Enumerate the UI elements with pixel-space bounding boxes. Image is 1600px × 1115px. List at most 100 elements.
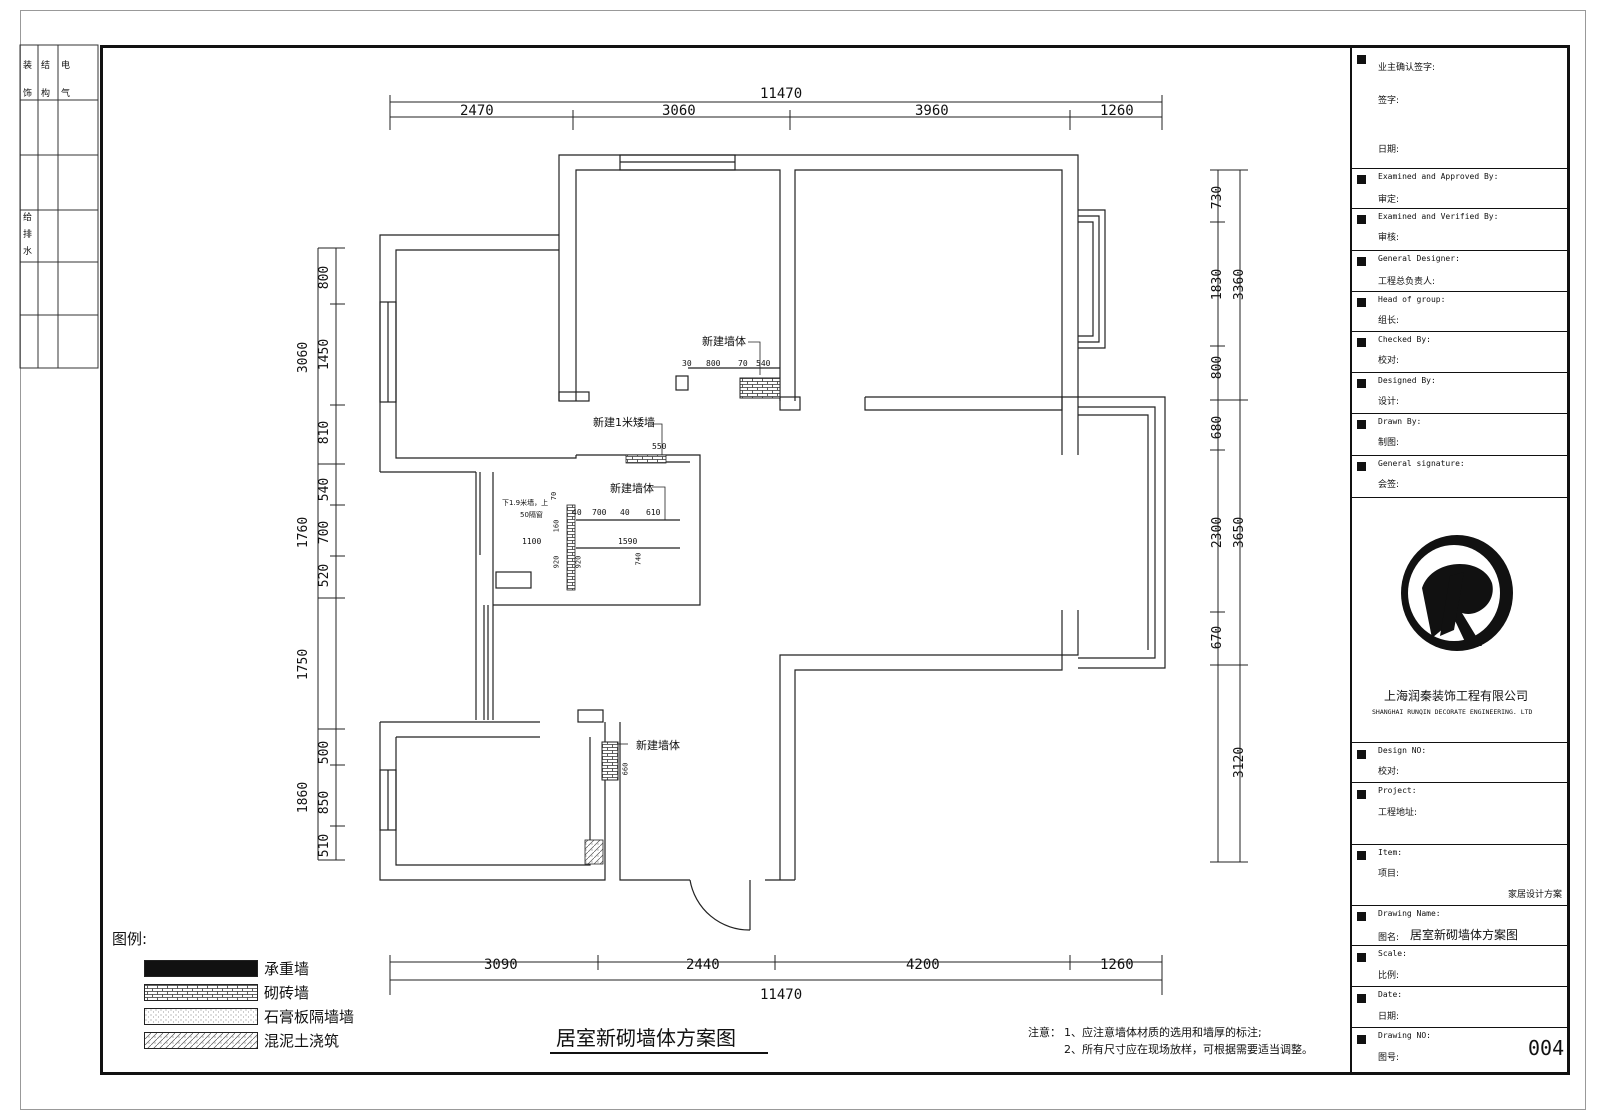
dim-right-inner-2: 1830: [1210, 268, 1226, 301]
tb-marker-approved: [1357, 175, 1366, 184]
legend-swatch-bearing-wall: [144, 960, 258, 977]
dim-bottom-1: 3090: [484, 957, 518, 973]
dim-inner-c-1: 40: [572, 508, 582, 517]
notes-label: 注意：: [1028, 1026, 1061, 1039]
legend-label-gypsum-wall: 石膏板隔墙墙: [264, 1008, 355, 1026]
dim-right-inner-1: 730: [1210, 185, 1226, 210]
tb-date: 日期:: [1378, 145, 1400, 155]
tb-row-checked: [1352, 331, 1568, 332]
tb-group-en: Head of group:: [1378, 295, 1446, 304]
tb-approved-en: Examined and Approved By:: [1378, 172, 1499, 181]
tb-row-project: [1352, 782, 1568, 783]
dim-inner-a-3: 70: [738, 359, 748, 368]
dim-inner-c-7: 160: [552, 519, 561, 533]
dim-inner-a-4: 540: [756, 359, 771, 368]
tb-general-sig-en: General signature:: [1378, 459, 1465, 468]
dim-left-inner-9: 510: [317, 833, 333, 858]
tb-row-scale: [1352, 945, 1568, 946]
tb-marker-design-no: [1357, 750, 1366, 759]
tb-project-zh: 工程地址:: [1378, 808, 1418, 818]
tb-marker-scale: [1357, 953, 1366, 962]
dim-right-inner-5: 2300: [1210, 516, 1226, 549]
annotation-new-wall-1: 新建墙体: [702, 335, 746, 348]
dim-left-outer-3: 1750: [296, 648, 312, 681]
dim-left-outer-4: 1860: [296, 781, 312, 814]
dim-bottom-total: 11470: [760, 987, 803, 1003]
tb-marker-general-sig: [1357, 462, 1366, 471]
tb-drawing-name-zh: 图名:: [1378, 933, 1400, 943]
tb-row-date: [1352, 986, 1568, 987]
tb-row-drawing-name: [1352, 905, 1568, 906]
annotation-new-half-wall: 新建1米矮墙: [593, 416, 655, 429]
tb-project-en: Project:: [1378, 786, 1417, 795]
dim-inner-c-6: 1590: [618, 537, 638, 546]
tb-approved-zh: 审定:: [1378, 195, 1400, 205]
dim-left-inner-1: 800: [317, 265, 333, 290]
tb-checked-zh: 校对:: [1378, 356, 1400, 366]
tb-drawing-no-zh: 图号:: [1378, 1053, 1400, 1063]
annotation-wall-note-1: 下1.9米墙，上: [502, 499, 549, 507]
dim-top-2: 3060: [662, 103, 696, 119]
tb-designer-zh: 工程总负责人:: [1378, 277, 1436, 287]
dim-right-inner-3: 800: [1210, 355, 1226, 380]
dim-bottom-4: 1260: [1100, 957, 1134, 973]
dim-right-outer-3: 3120: [1232, 746, 1248, 779]
dim-inner-c-10: 920: [574, 555, 583, 569]
dim-inner-c-8: 70: [550, 491, 559, 501]
dim-left-inner-8: 850: [317, 790, 333, 815]
dim-left-inner-6: 520: [317, 563, 333, 588]
dim-inner-c-3: 40: [620, 508, 630, 517]
tb-verified-en: Examined and Verified By:: [1378, 212, 1499, 221]
title-block-divider: [1350, 45, 1352, 1075]
dim-bottom-2: 2440: [686, 957, 720, 973]
tb-scale-en: Scale:: [1378, 949, 1407, 958]
tb-marker-drawn: [1357, 420, 1366, 429]
dim-top-total: 11470: [760, 86, 803, 102]
dim-bottom-3: 4200: [906, 957, 940, 973]
tb-designer-en: General Designer:: [1378, 254, 1460, 263]
dim-right-inner-6: 670: [1210, 625, 1226, 650]
dim-right-outer-2: 3650: [1232, 516, 1248, 549]
notes-line-1: 1、应注意墙体材质的选用和墙厚的标注;: [1064, 1026, 1262, 1039]
dim-left-outer-1: 3060: [296, 341, 312, 374]
dim-top-4: 1260: [1100, 103, 1134, 119]
dim-inner-c-11: 740: [634, 552, 643, 566]
tb-drawing-no-value: 004: [1528, 1036, 1565, 1060]
tb-designed-en: Designed By:: [1378, 376, 1436, 385]
tb-marker-designer: [1357, 257, 1366, 266]
tb-item-zh: 项目:: [1378, 869, 1400, 879]
legend-label-concrete: 混泥土浇筑: [264, 1032, 340, 1050]
discipline-electrical: 电气: [61, 61, 71, 99]
tb-row-approved: [1352, 168, 1568, 169]
dim-left-outer-2: 1760: [296, 516, 312, 549]
tb-drawn-zh: 制图:: [1378, 438, 1400, 448]
tb-scale-zh: 比例:: [1378, 971, 1400, 981]
tb-date-en: Date:: [1378, 990, 1403, 999]
dim-inner-c-5: 1100: [522, 537, 542, 546]
dim-left-inner-2: 1450: [317, 338, 333, 371]
tb-designed-zh: 设计:: [1378, 397, 1400, 407]
company-logo: [1401, 535, 1513, 651]
tb-item-value: 家居设计方案: [1508, 890, 1563, 900]
tb-marker-group: [1357, 298, 1366, 307]
tb-marker-drawing-name: [1357, 912, 1366, 921]
dim-inner-c-9: 920: [552, 555, 561, 569]
tb-marker-verified: [1357, 215, 1366, 224]
floor-plan: [317, 95, 1248, 995]
tb-owner-confirm: 业主确认签字:: [1378, 63, 1436, 73]
tb-row-drawn: [1352, 413, 1568, 414]
legend-title: 图例:: [112, 930, 148, 948]
drawing-title: 居室新砌墙体方案图: [556, 1026, 736, 1050]
dim-top-3: 3960: [915, 103, 949, 119]
tb-drawing-name-value: 居室新砌墙体方案图: [1410, 928, 1519, 942]
tb-row-verified: [1352, 208, 1568, 209]
tb-row-group: [1352, 291, 1568, 292]
dim-inner-b-1: 550: [652, 442, 667, 451]
annotation-new-wall-3: 新建墙体: [636, 739, 680, 752]
drawing-title-underline: [550, 1052, 768, 1054]
tb-marker-drawing-no: [1357, 1035, 1366, 1044]
legend-swatch-brick-wall: [144, 984, 258, 1001]
tb-group-zh: 组长:: [1378, 316, 1400, 326]
annotation-wall-note-2: 50隔窗: [520, 511, 543, 519]
dim-left-inner-3: 810: [317, 420, 333, 445]
